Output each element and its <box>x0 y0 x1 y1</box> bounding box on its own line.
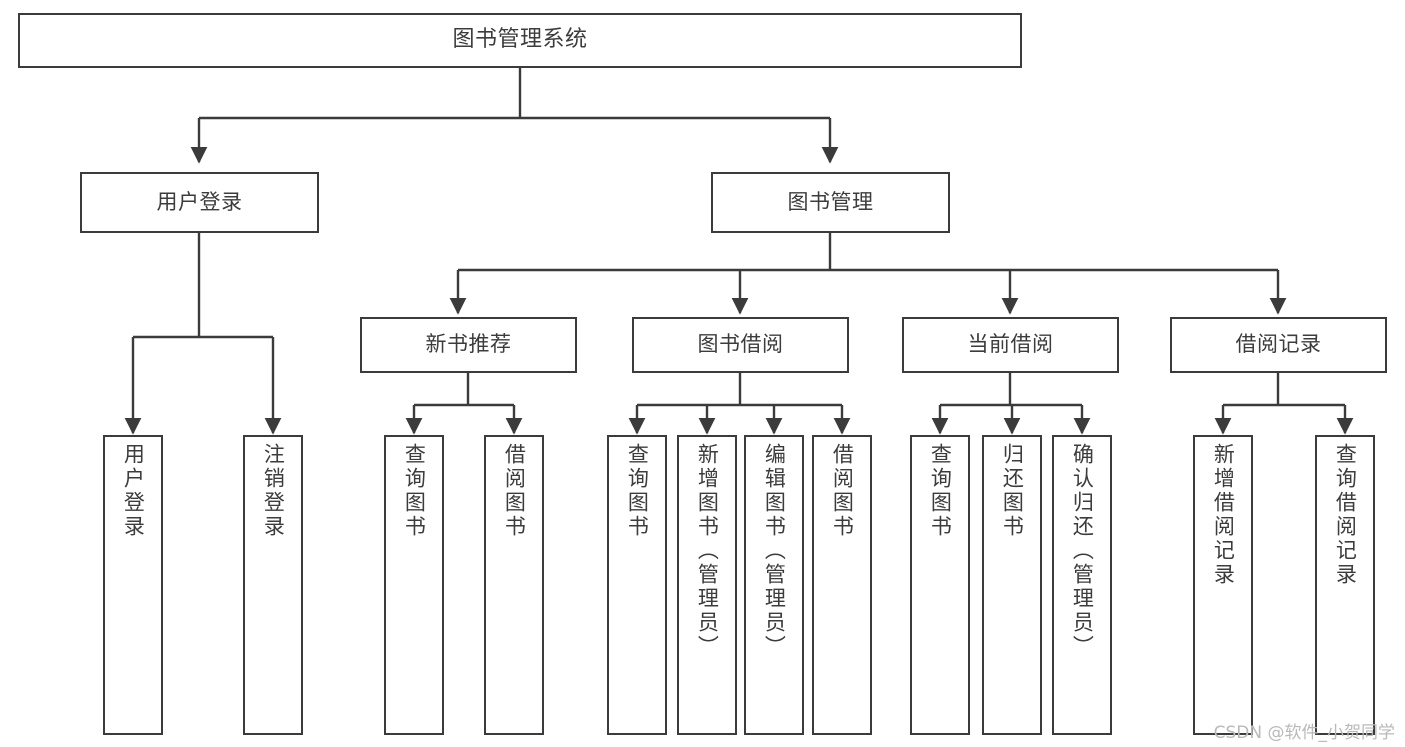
leaf-borrow-book[interactable]: 借阅图书 <box>812 435 872 735</box>
node-label: 新增图书（管理员） <box>695 443 720 659</box>
node-label: 图书借阅 <box>697 332 784 357</box>
node-label: 编辑图书（管理员） <box>762 443 787 659</box>
leaf-add-borrow-record[interactable]: 新增借阅记录 <box>1193 435 1253 735</box>
node-label: 借阅图书 <box>830 443 855 539</box>
node-label: 当前借阅 <box>967 332 1054 357</box>
leaf-logout[interactable]: 注销登录 <box>243 435 303 735</box>
node-label: 新书推荐 <box>425 332 512 357</box>
node-book-borrow[interactable]: 图书借阅 <box>632 317 849 373</box>
leaf-query-book-current[interactable]: 查询图书 <box>910 435 970 735</box>
node-label: 注销登录 <box>261 443 286 539</box>
leaf-user-login[interactable]: 用户登录 <box>103 435 163 735</box>
node-label: 借阅图书 <box>502 443 527 539</box>
leaf-return-book[interactable]: 归还图书 <box>982 435 1042 735</box>
node-label: 用户登录 <box>156 189 243 214</box>
node-label: 确认归还（管理员） <box>1070 443 1095 659</box>
leaf-confirm-return-admin[interactable]: 确认归还（管理员） <box>1052 435 1112 735</box>
node-root-system[interactable]: 图书管理系统 <box>18 13 1022 68</box>
node-label: 图书管理 <box>787 189 874 214</box>
node-label: 查询借阅记录 <box>1333 443 1358 587</box>
leaf-borrow-book-recommend[interactable]: 借阅图书 <box>484 435 544 735</box>
leaf-edit-book-admin[interactable]: 编辑图书（管理员） <box>744 435 804 735</box>
node-borrow-records[interactable]: 借阅记录 <box>1170 317 1387 373</box>
leaf-query-book-borrow[interactable]: 查询图书 <box>607 435 667 735</box>
leaf-query-borrow-record[interactable]: 查询借阅记录 <box>1315 435 1375 735</box>
node-current-borrow[interactable]: 当前借阅 <box>902 317 1119 373</box>
node-label: 归还图书 <box>1000 443 1025 539</box>
node-label: 借阅记录 <box>1235 332 1322 357</box>
leaf-add-book-admin[interactable]: 新增图书（管理员） <box>677 435 737 735</box>
node-label: 查询图书 <box>928 443 953 539</box>
node-user-login[interactable]: 用户登录 <box>80 172 319 233</box>
node-label: 图书管理系统 <box>452 27 588 53</box>
node-label: 新增借阅记录 <box>1211 443 1236 587</box>
node-book-management[interactable]: 图书管理 <box>711 172 950 233</box>
node-new-book-recommend[interactable]: 新书推荐 <box>360 317 577 373</box>
leaf-query-book-recommend[interactable]: 查询图书 <box>384 435 444 735</box>
node-label: 查询图书 <box>402 443 427 539</box>
watermark: CSDN @软件_小贺同学 <box>1213 723 1395 743</box>
node-label: 查询图书 <box>625 443 650 539</box>
node-label: 用户登录 <box>121 443 146 539</box>
